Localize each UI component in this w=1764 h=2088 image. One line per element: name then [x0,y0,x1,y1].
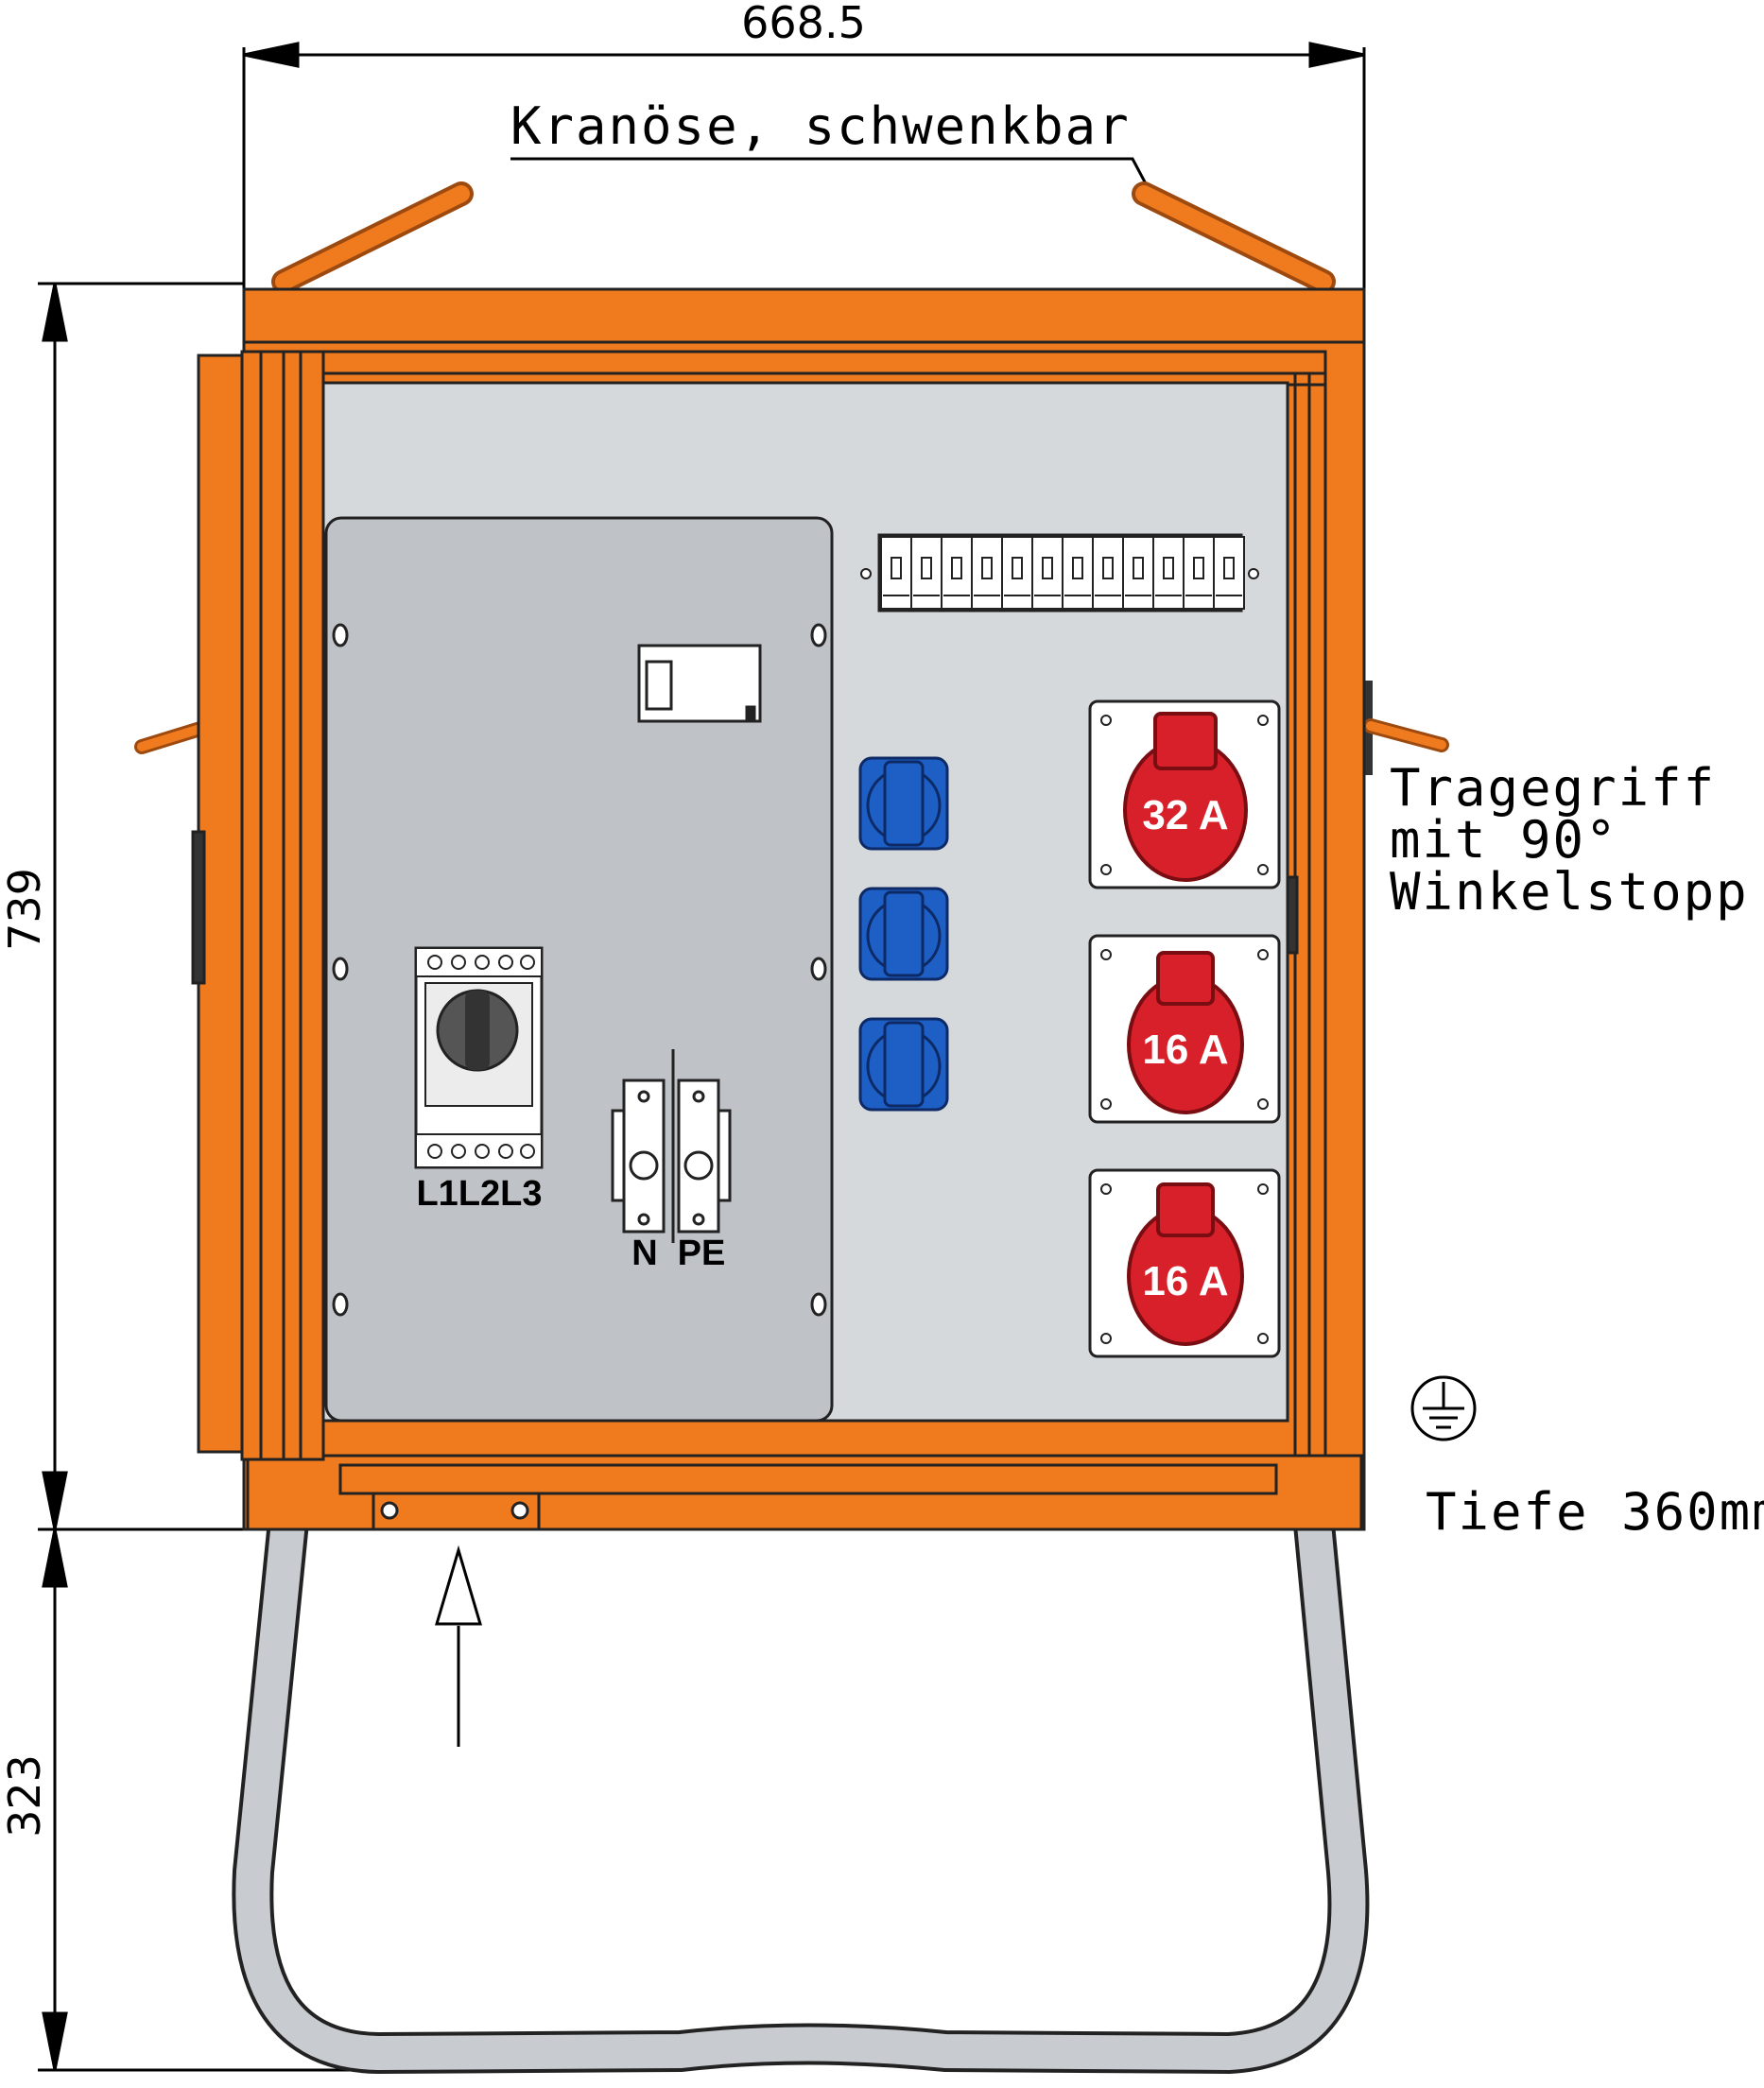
carry-handle-note-line1: Tragegriff [1390,758,1716,818]
rcd-module [637,644,762,723]
stand-height-dimension [38,1528,359,2072]
main-switch-terminal-label: L1L2L3 [416,1174,542,1214]
crane-eye-left [271,181,474,294]
cee-socket-32a[interactable]: 32 A [1088,699,1281,889]
stand-height-dimension-label: 323 [0,1754,50,1838]
schuko-socket-lid[interactable] [883,1021,925,1108]
circuit-breaker-lever[interactable] [1193,557,1204,579]
ground-symbol-icon [1410,1375,1477,1441]
schuko-sockets [858,756,949,1112]
circuit-breaker-lever[interactable] [981,557,993,579]
circuit-breaker[interactable] [1122,536,1154,610]
circuit-breaker-lever[interactable] [1163,557,1174,579]
width-dimension [242,42,1366,293]
cee-socket-16a-1[interactable]: 16 A [1088,934,1281,1124]
carry-handle-note-line2: mit 90° [1390,810,1618,870]
circuit-breaker-lever[interactable] [1102,557,1114,579]
circuit-breaker[interactable] [971,536,1003,610]
crane-eye-note: Kranöse, schwenkbar [510,96,1131,156]
schuko-socket-lid[interactable] [883,760,925,847]
side-handle-left [134,720,211,754]
circuit-breaker-lever[interactable] [951,557,962,579]
crane-eye-leader [510,157,1150,190]
schuko-socket[interactable] [858,1017,949,1112]
cee-socket-16a-1-rating: 16 A [1142,1027,1228,1073]
arrow-up-icon [434,1544,483,1747]
circuit-breaker-lever[interactable] [891,557,902,579]
circuit-breaker-lever[interactable] [1012,557,1023,579]
cee-socket-32a-rating: 32 A [1142,792,1228,838]
cee-socket-16a-2-rating: 16 A [1142,1258,1228,1304]
height-dimension-label: 739 [0,868,50,951]
pe-terminal-label: PE [678,1234,726,1273]
cee-socket-16a-2[interactable]: 16 A [1088,1168,1281,1358]
carry-handle-note-line3: Winkelstopp [1390,862,1749,922]
stand-frame [232,1472,1370,2074]
crane-eye-right [1132,181,1336,294]
circuit-breaker-lever[interactable] [1072,557,1083,579]
main-switch[interactable] [414,946,544,1169]
schuko-socket[interactable] [858,756,949,851]
circuit-breaker-lever[interactable] [921,557,932,579]
circuit-breakers [880,536,1245,610]
n-pe-terminals [611,1049,732,1243]
circuit-breaker-lever[interactable] [1223,557,1235,579]
circuit-breaker-lever[interactable] [1042,557,1053,579]
depth-note: Tiefe 360mm [1426,1482,1764,1542]
circuit-breaker-lever[interactable] [1133,557,1144,579]
width-dimension-label: 668.5 [741,0,866,48]
neutral-terminal-label: N [631,1234,657,1273]
schuko-socket[interactable] [858,887,949,981]
schuko-socket-lid[interactable] [883,890,925,977]
